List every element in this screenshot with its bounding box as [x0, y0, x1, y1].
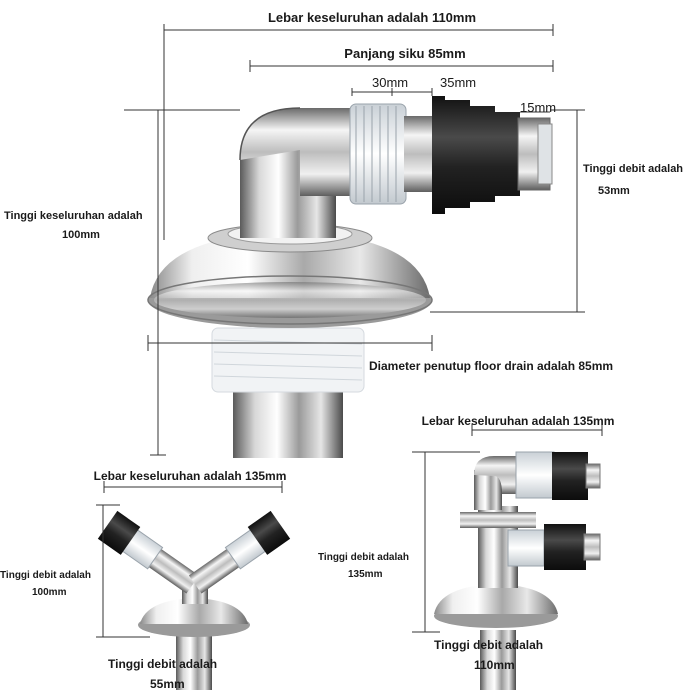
y-variant-outlet-height-line1: Tinggi debit adalah — [0, 570, 91, 581]
double-variant-bottom-height-line2: 110mm — [474, 658, 515, 672]
outlet-height-label-line1: Tinggi debit adalah — [583, 163, 683, 175]
white-thread — [211, 327, 365, 393]
dim-15-label: 15mm — [520, 100, 556, 115]
threaded-connector — [349, 103, 434, 205]
y-variant-outlet-height-line2: 100mm — [32, 587, 67, 598]
rubber-seal — [432, 96, 553, 214]
y-variant-bottom-height-line2: 55mm — [150, 677, 185, 691]
double-variant-bottom-height-line1: Tinggi debit adalah — [434, 638, 543, 652]
cover-diameter-label: Diameter penutup floor drain adalah 85mm — [369, 359, 613, 373]
dim-30-label: 30mm — [372, 75, 408, 90]
lower-pipe — [233, 388, 343, 458]
main-elbow-drain-illustration — [147, 96, 553, 458]
double-variant-height-line1: Tinggi debit adalah — [318, 552, 409, 563]
y-variant-width-label: Lebar keseluruhan adalah 135mm — [94, 469, 287, 483]
y-variant-illustration — [97, 510, 291, 690]
double-variant-height-line2: 135mm — [348, 569, 383, 580]
overall-width-label: Lebar keseluruhan adalah 110mm — [268, 10, 476, 25]
dim-35-label: 35mm — [440, 75, 476, 90]
floor-drain-cover — [147, 223, 433, 328]
elbow-length-label: Panjang siku 85mm — [344, 46, 465, 61]
double-variant-width-label: Lebar keseluruhan adalah 135mm — [422, 414, 615, 428]
main-dimension-lines — [124, 24, 585, 456]
y-variant-dimension-lines — [96, 481, 283, 638]
overall-height-label-line2: 100mm — [62, 229, 100, 241]
outlet-height-label-line2: 53mm — [598, 185, 630, 197]
double-variant-illustration — [434, 451, 601, 690]
overall-height-label-line1: Tinggi keseluruhan adalah — [4, 210, 143, 222]
double-variant-dimension-lines — [412, 424, 603, 633]
y-variant-bottom-height-line1: Tinggi debit adalah — [108, 657, 217, 671]
